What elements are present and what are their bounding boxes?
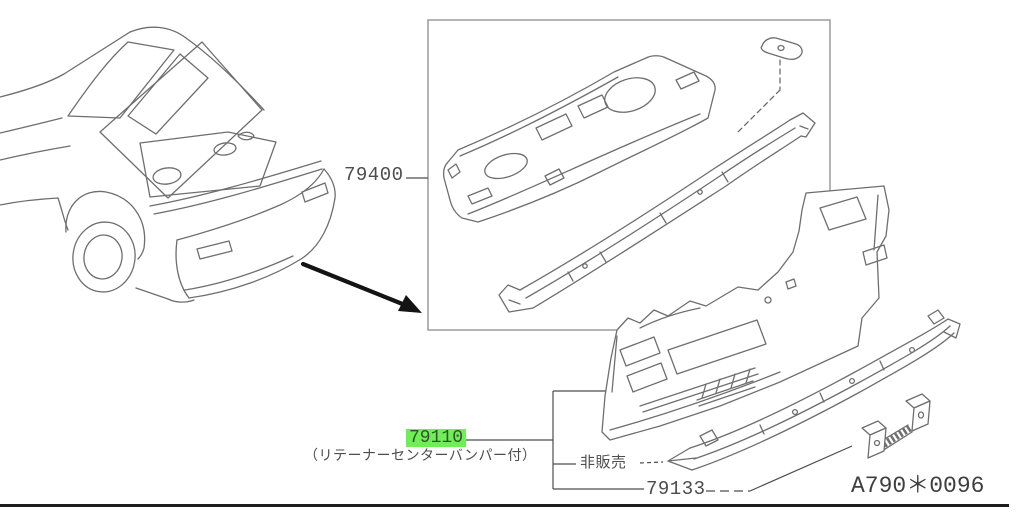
leader-lines xyxy=(639,445,853,492)
rear-panel-part-drawing xyxy=(601,185,890,441)
shelf-rail-part-drawing xyxy=(498,112,816,313)
direction-arrow xyxy=(300,261,422,313)
retainer-rail-part-drawing xyxy=(667,309,961,471)
part-number-79400: 79400 xyxy=(344,164,404,186)
bumper-stay-part-drawing xyxy=(861,393,931,459)
grouping-bracket xyxy=(406,177,644,490)
part-number-79110-highlighted[interactable]: 79110 xyxy=(406,429,467,447)
drawing-code: A790＊0096 xyxy=(851,473,985,499)
part-number-79133: 79133 xyxy=(646,478,706,500)
clip-bracket-part-drawing xyxy=(737,37,803,133)
retainer-note: （リテーナーセンターバンパー付） xyxy=(304,448,537,464)
rear-shelf-part-drawing xyxy=(442,55,716,223)
not-sold-label: 非販売 xyxy=(580,453,627,471)
car-illustration xyxy=(0,26,336,303)
bottom-border-rule xyxy=(0,504,1009,507)
